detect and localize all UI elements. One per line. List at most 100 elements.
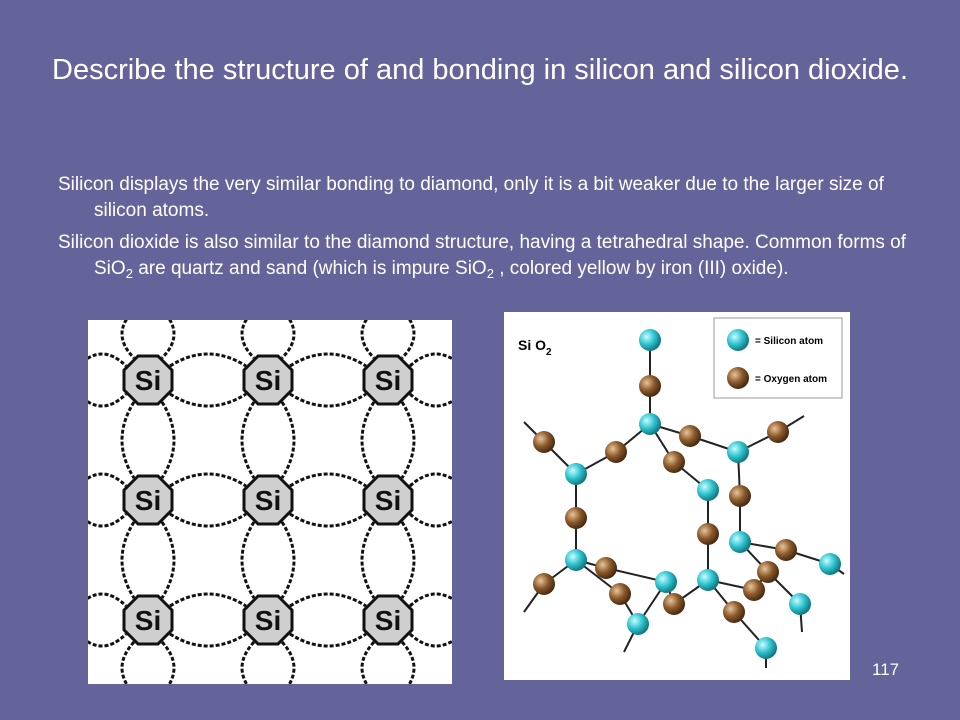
silicon-atom (565, 549, 587, 571)
oxygen-atom (723, 601, 745, 623)
bond-line (160, 320, 176, 360)
silicon-atom (697, 569, 719, 591)
legend-silicon-label: = Silicon atom (755, 336, 823, 347)
bond-line (400, 521, 416, 599)
subscript: 2 (125, 266, 133, 281)
oxygen-atom (679, 425, 701, 447)
bond-line (360, 640, 376, 684)
bond-line (408, 512, 452, 528)
silicon-atom (697, 479, 719, 501)
bond-line (160, 640, 176, 684)
bond-line (160, 401, 176, 479)
silicon-atom (819, 553, 841, 575)
silicon-atom (727, 441, 749, 463)
silicon-atom-label: Si (255, 485, 281, 516)
silicon-atom (729, 531, 751, 553)
bond-line (289, 352, 367, 368)
bond-line (88, 512, 128, 528)
bond-line (169, 472, 247, 488)
silicon-atom (122, 354, 174, 406)
bond-line (160, 521, 176, 599)
legend-oxygen-label: = Oxygen atom (755, 374, 827, 385)
bond-line (280, 640, 296, 684)
oxygen-atom (533, 431, 555, 453)
bond-line (169, 632, 247, 648)
bond-line (400, 320, 416, 360)
bond-line (169, 512, 247, 528)
silicon-atom (789, 593, 811, 615)
silicon-atom (362, 354, 414, 406)
silicon-atom (122, 474, 174, 526)
oxygen-atom (595, 557, 617, 579)
bond-line (169, 592, 247, 608)
oxygen-atom (663, 451, 685, 473)
oxygen-atom (663, 593, 685, 615)
silicon-atom-label: Si (375, 485, 401, 516)
bond-line (88, 592, 128, 608)
bullet-text: Silicon dioxide is also similar to the d… (58, 232, 907, 279)
slide-title: Describe the structure of and bonding in… (52, 54, 908, 86)
formula-label: Si O2 (518, 337, 552, 358)
bond-line (400, 640, 416, 684)
silicon-atom-label: Si (375, 605, 401, 636)
oxygen-atom (757, 561, 779, 583)
silicon-atom-label: Si (255, 605, 281, 636)
bullet-text: , colored yellow by iron (III) oxide). (493, 258, 789, 279)
bond-line (120, 320, 136, 360)
bond-line (169, 392, 247, 408)
silicon-atom (565, 463, 587, 485)
bond-line (280, 521, 296, 599)
silicon-atom (627, 613, 649, 635)
silicon-atom-label: Si (135, 605, 161, 636)
silicon-atom-label: Si (135, 365, 161, 396)
oxygen-atom (697, 523, 719, 545)
silicon-atom (242, 354, 294, 406)
bullet-silicon-dioxide: Silicon dioxide is also similar to the d… (58, 230, 918, 282)
bond-line (400, 401, 416, 479)
bullet-silicon: Silicon displays the very similar bondin… (58, 174, 884, 221)
bond-line (240, 521, 256, 599)
oxygen-atom (743, 579, 765, 601)
bond-line (289, 632, 367, 648)
silicon-atom-label: Si (255, 365, 281, 396)
bond-line (88, 352, 128, 368)
silicon-atom (655, 571, 677, 593)
sio2-structure-diagram: Si O2 = Silicon atom = Oxygen atom (504, 312, 850, 680)
legend-box: = Silicon atom = Oxygen atom (713, 317, 843, 399)
bond-line (240, 401, 256, 479)
oxygen-atom (533, 573, 555, 595)
bullet-list: Silicon displays the very similar bondin… (58, 172, 918, 282)
oxygen-atom (565, 507, 587, 529)
bond-line (120, 401, 136, 479)
bond-line (408, 632, 452, 648)
legend-silicon-swatch (727, 329, 749, 351)
silicon-atom (755, 637, 777, 659)
bond-line (289, 392, 367, 408)
legend-oxygen-swatch (727, 367, 749, 389)
silicon-atom (639, 329, 661, 351)
silicon-atom (122, 594, 174, 646)
bond-line (360, 401, 376, 479)
bond-line (280, 401, 296, 479)
bond-line (408, 352, 452, 368)
oxygen-atom (767, 421, 789, 443)
bond-line (88, 392, 128, 408)
oxygen-atom (775, 539, 797, 561)
silicon-atom (362, 594, 414, 646)
silicon-atom (242, 474, 294, 526)
silicon-atom-label: Si (375, 365, 401, 396)
bond-line (120, 640, 136, 684)
bond-line (88, 632, 128, 648)
subscript: 2 (486, 266, 494, 281)
bond-line (360, 521, 376, 599)
oxygen-atom (729, 485, 751, 507)
sio2-atoms (533, 329, 841, 659)
bond-line (360, 320, 376, 360)
silicon-atom (639, 413, 661, 435)
bond-line (169, 352, 247, 368)
bond-line (120, 521, 136, 599)
oxygen-atom (609, 583, 631, 605)
